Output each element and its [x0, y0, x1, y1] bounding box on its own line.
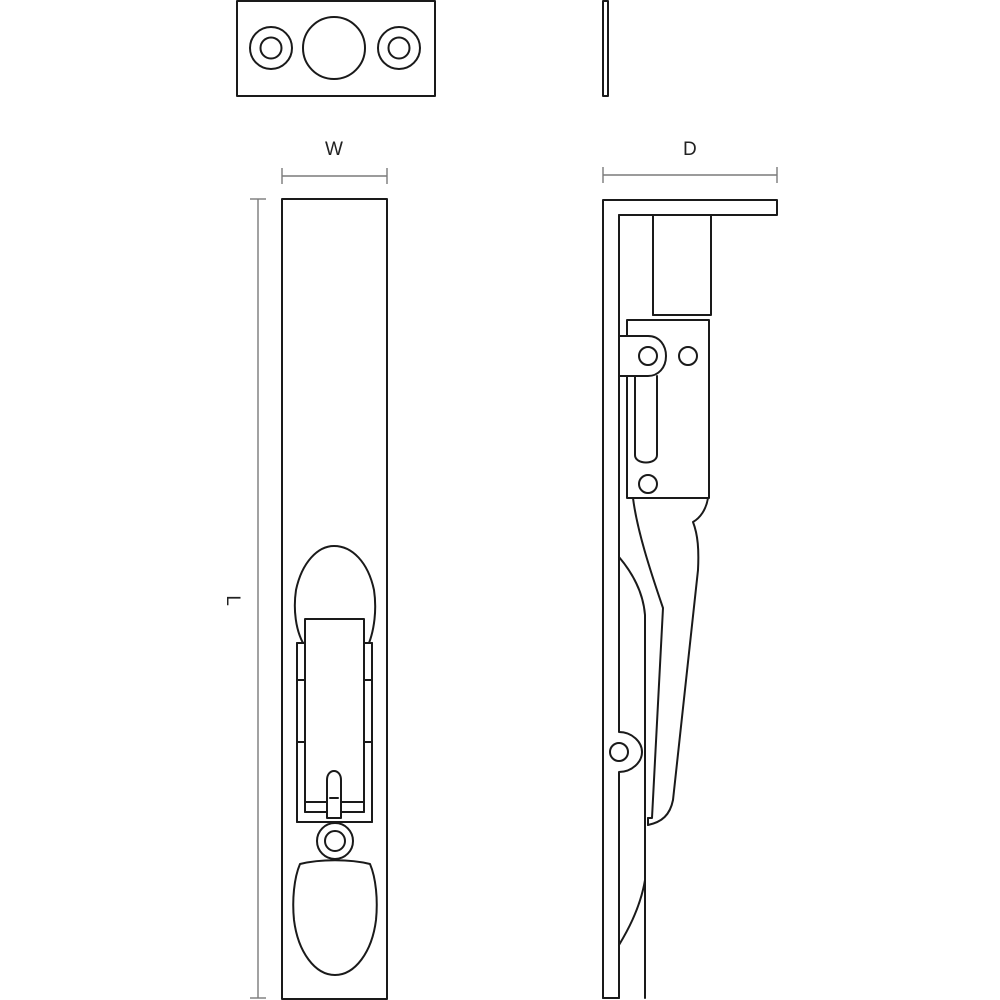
keep-plate-side-view	[602, 0, 609, 97]
depth-dimension-line	[602, 167, 778, 183]
length-dimension-line	[250, 198, 266, 999]
keep-plate-front-view	[236, 0, 436, 97]
bolt-side-view	[602, 199, 778, 999]
width-dimension-line	[281, 168, 388, 184]
length-dimension-label: L	[221, 595, 243, 606]
depth-dimension-label: D	[683, 139, 697, 160]
width-dimension-label: W	[325, 139, 343, 160]
bolt-front-view	[281, 198, 388, 1000]
